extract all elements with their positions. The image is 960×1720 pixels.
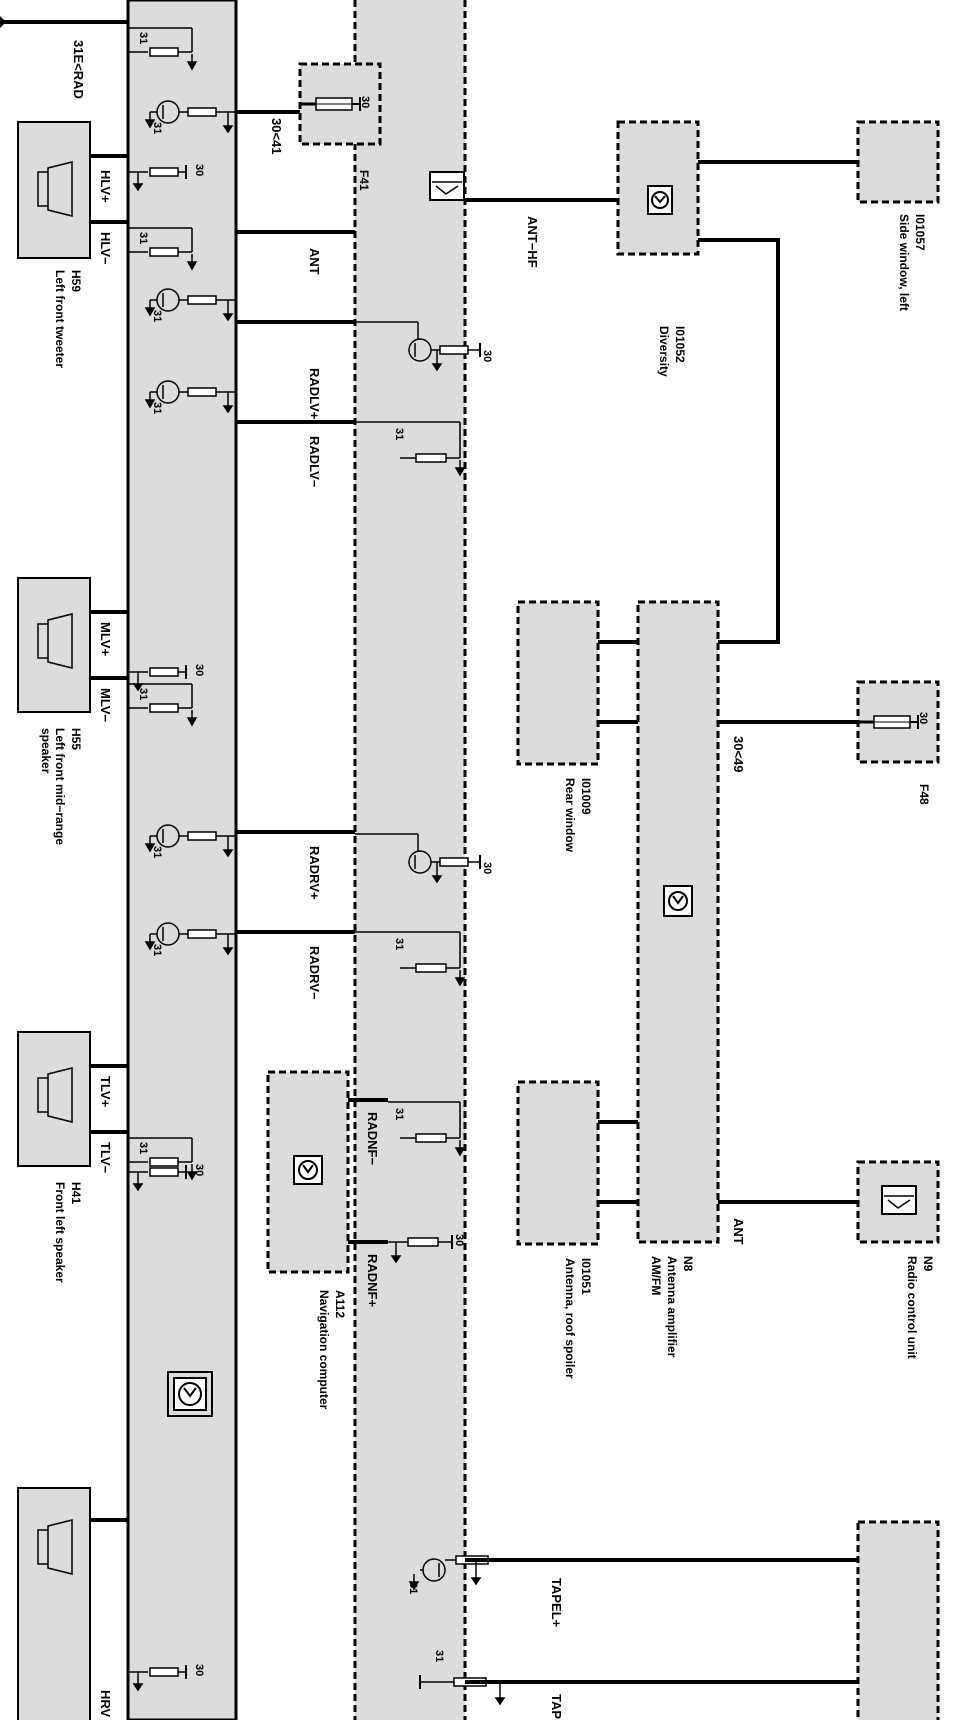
fuse-f41: 30 F41 (298, 62, 382, 191)
svg-text:31: 31 (137, 232, 149, 244)
svg-text:RADRV−: RADRV− (307, 946, 322, 1000)
svg-text:HLV+: HLV+ (98, 170, 113, 203)
svg-text:RADLV+: RADLV+ (307, 368, 322, 420)
amp-input-31-labels: 31 31 31 31 31 (151, 122, 163, 956)
svg-text:31: 31 (393, 428, 405, 440)
svg-text:TAPEL+: TAPEL+ (549, 1578, 564, 1628)
svg-text:RADRV+: RADRV+ (307, 846, 322, 900)
antenna-roof-spoiler-i01051: I01051 Antenna, roof spoiler (516, 1080, 638, 1379)
signal-wire-labels: 30<41 ANT RADLV+ RADLV− RADRV+ RADRV− (269, 118, 322, 1000)
svg-text:31: 31 (151, 944, 163, 956)
svg-text:Antenna amplifier: Antenna amplifier (665, 1256, 679, 1358)
svg-text:F41: F41 (357, 170, 371, 191)
rear-window-i01009: I01009 Rear window (516, 600, 638, 853)
svg-text:31: 31 (137, 1142, 149, 1154)
svg-text:MLV+: MLV+ (98, 622, 113, 656)
svg-text:31: 31 (407, 1582, 419, 1594)
svg-text:I01052: I01052 (673, 326, 687, 363)
fuse-f48: 30 F48 (856, 680, 940, 805)
svg-text:Radio control unit: Radio control unit (905, 1256, 919, 1359)
svg-text:30: 30 (481, 862, 493, 874)
svg-text:31: 31 (393, 938, 405, 950)
svg-text:30: 30 (193, 1664, 205, 1676)
radio-control-unit-n9: N9 Radio control unit (856, 1160, 940, 1359)
svg-text:I01057: I01057 (913, 214, 927, 251)
amp-pin-circuits (128, 27, 197, 1692)
svg-text:AM/FM: AM/FM (649, 1256, 663, 1295)
speaker-hrv: HRV (17, 1487, 128, 1720)
svg-text:Left front mid−range: Left front mid−range (53, 728, 67, 845)
svg-text:31: 31 (433, 1650, 445, 1662)
radio-module-icon (429, 171, 465, 201)
svg-text:30: 30 (193, 164, 205, 176)
navigation-computer-a112: A112 Navigation computer RADNF− RADNF+ (266, 1070, 388, 1410)
svg-text:31: 31 (151, 402, 163, 414)
svg-text:RADLV−: RADLV− (307, 436, 322, 488)
svg-text:31: 31 (393, 1108, 405, 1120)
tape-unit-partial: TAPEL+ TAP (465, 1520, 940, 1720)
svg-text:30: 30 (193, 1164, 205, 1176)
speaker-h55: MLV+ MLV− H55 Left front mid−range speak… (17, 577, 128, 845)
svg-text:RADNF+: RADNF+ (365, 1254, 380, 1307)
svg-text:N9: N9 (921, 1256, 935, 1272)
svg-text:Side window, left: Side window, left (897, 214, 911, 311)
antenna-amplifier-n8: N8 Antenna amplifier AM/FM (636, 600, 720, 1358)
speaker-icon (37, 161, 73, 217)
diversity-i01052: I01052 Diversity (616, 120, 700, 377)
svg-text:Diversity: Diversity (657, 326, 671, 377)
svg-text:30: 30 (193, 664, 205, 676)
radio-terminal-labels: 30 31 30 31 31 30 31 31 (393, 350, 493, 1662)
svg-text:ANT−HF: ANT−HF (525, 216, 540, 268)
svg-text:31: 31 (137, 32, 149, 44)
radio-input-circuits (355, 321, 506, 1706)
svg-text:A112: A112 (333, 1290, 347, 1318)
svg-text:31: 31 (151, 846, 163, 858)
svg-text:30<41: 30<41 (269, 118, 284, 155)
speaker-icon (37, 613, 73, 669)
svg-text:30: 30 (453, 1234, 465, 1246)
svg-text:RADNF−: RADNF− (365, 1112, 380, 1165)
svg-text:Front left speaker: Front left speaker (53, 1182, 67, 1283)
svg-text:Navigation computer: Navigation computer (317, 1290, 331, 1410)
svg-text:ANT: ANT (731, 1218, 746, 1245)
svg-text:30: 30 (917, 712, 929, 724)
svg-text:I01009: I01009 (579, 778, 593, 815)
speaker-h59: HLV+ HLV− H59 Left front tweeter (17, 121, 128, 368)
svg-text:N8: N8 (681, 1256, 695, 1272)
svg-text:Left front tweeter: Left front tweeter (53, 270, 67, 368)
svg-text:HRV: HRV (98, 1690, 113, 1718)
amplifier-module-body (126, 0, 238, 1720)
speaker-icon (37, 1519, 73, 1575)
svg-text:F48: F48 (917, 784, 931, 805)
svg-text:H41: H41 (69, 1182, 83, 1204)
svg-text:MLV−: MLV− (98, 688, 113, 722)
svg-text:I01051: I01051 (579, 1258, 593, 1295)
svg-text:TLV−: TLV− (98, 1142, 113, 1174)
svg-text:TLV+: TLV+ (98, 1076, 113, 1108)
svg-text:HLV−: HLV− (98, 232, 113, 265)
amp-input-stages (145, 100, 236, 956)
signal-wires (236, 110, 355, 934)
svg-text:H59: H59 (69, 270, 83, 292)
svg-text:31: 31 (151, 310, 163, 322)
speaker-h41: TLV+ TLV− H41 Front left speaker (17, 1031, 128, 1283)
svg-text:30<49: 30<49 (731, 736, 746, 773)
side-window-i01057: I01057 Side window, left (856, 120, 940, 311)
svg-text:ANT: ANT (307, 248, 322, 275)
speaker-icon (37, 1067, 73, 1123)
svg-text:30: 30 (359, 96, 371, 108)
svg-text:30: 30 (481, 350, 493, 362)
svg-text:Rear window: Rear window (563, 778, 577, 853)
svg-text:TAP: TAP (549, 1694, 564, 1719)
svg-text:Antenna, roof spoiler: Antenna, roof spoiler (563, 1258, 577, 1379)
wire-label-31e-rad: 31E<RAD (71, 40, 86, 99)
svg-text:speaker: speaker (39, 728, 53, 774)
svg-text:31: 31 (151, 122, 163, 134)
svg-text:31: 31 (137, 688, 149, 700)
svg-text:H55: H55 (69, 728, 83, 750)
amp-terminal-labels: 31 30 31 30 31 30 31 30 (137, 32, 205, 1676)
amplifier-module-icon (167, 1371, 213, 1417)
